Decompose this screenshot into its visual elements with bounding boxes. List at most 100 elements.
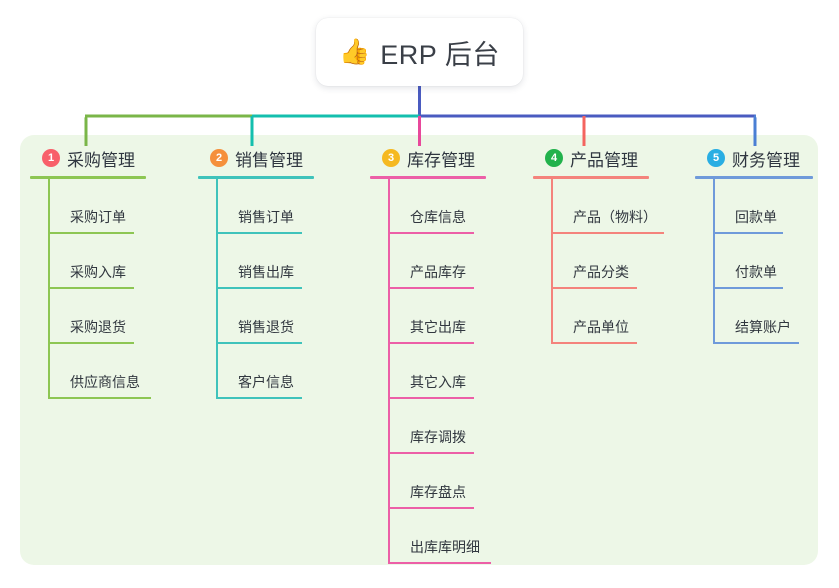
leaf-label: 付款单 [735, 264, 777, 280]
leaf-label: 销售订单 [238, 209, 294, 225]
leaf-label: 出库库明细 [410, 539, 480, 555]
leaf-rule [713, 287, 783, 289]
leaf-rule [388, 397, 474, 399]
leaf-node[interactable]: 库存盘点 [388, 454, 486, 509]
branch-title-3: 库存管理 [407, 150, 475, 170]
branch-title-2: 销售管理 [235, 150, 303, 170]
leaf-rule [551, 232, 664, 234]
branch-spine-2 [216, 179, 218, 399]
leaf-rule [388, 287, 474, 289]
branch-children-4: 产品（物料） 产品分类产品单位 [533, 179, 664, 344]
leaf-rule [713, 232, 783, 234]
branch-column-2[interactable]: 2 销售管理销售订单销售出库销售退货客户信息 [198, 146, 314, 399]
leaf-node[interactable]: 回款单 [713, 179, 813, 234]
leaf-node[interactable]: 产品单位 [551, 289, 649, 344]
branch-title-1: 采购管理 [67, 150, 135, 170]
thumbs-up-icon: 👍 [339, 37, 371, 66]
diagram-background-panel [20, 135, 818, 565]
root-node-label: ERP 后台 [380, 39, 500, 70]
leaf-node[interactable]: 采购入库 [48, 234, 146, 289]
leaf-rule [48, 397, 151, 399]
branch-spine-4 [551, 179, 553, 344]
leaf-rule [216, 287, 302, 289]
leaf-label: 产品库存 [410, 264, 466, 280]
root-node[interactable]: 👍 ERP 后台 [316, 18, 523, 86]
branch-children-2: 销售订单销售出库销售退货客户信息 [198, 179, 314, 399]
branch-spine-1 [48, 179, 50, 399]
leaf-label: 销售出库 [238, 264, 294, 280]
branch-badge-5: 5 [707, 149, 725, 167]
leaf-node[interactable]: 产品库存 [388, 234, 486, 289]
leaf-rule [388, 452, 474, 454]
branch-badge-2: 2 [210, 149, 228, 167]
leaf-node[interactable]: 其它出库 [388, 289, 486, 344]
leaf-rule [48, 342, 134, 344]
leaf-label: 库存调拨 [410, 429, 466, 445]
leaf-rule [216, 232, 302, 234]
leaf-label: 结算账户 [735, 319, 791, 335]
leaf-label: 采购退货 [70, 319, 126, 335]
branch-header-4[interactable]: 4 产品管理 [533, 146, 649, 170]
leaf-node[interactable]: 销售退货 [216, 289, 314, 344]
branch-header-3[interactable]: 3 库存管理 [370, 146, 486, 170]
leaf-rule [48, 232, 134, 234]
branch-column-5[interactable]: 5 财务管理回款单付款单结算账户 [695, 146, 813, 344]
leaf-node[interactable]: 产品（物料） [551, 179, 664, 234]
leaf-label: 采购入库 [70, 264, 126, 280]
leaf-node[interactable]: 采购订单 [48, 179, 146, 234]
branch-header-2[interactable]: 2 销售管理 [198, 146, 314, 170]
leaf-label: 采购订单 [70, 209, 126, 225]
leaf-label: 仓库信息 [410, 209, 466, 225]
branch-title-5: 财务管理 [732, 150, 800, 170]
leaf-label: 其它入库 [410, 374, 466, 390]
branch-rule-5 [695, 176, 813, 179]
leaf-node[interactable]: 出库库明细 [388, 509, 491, 564]
leaf-label: 客户信息 [238, 374, 294, 390]
leaf-label: 产品分类 [573, 264, 629, 280]
branch-column-4[interactable]: 4 产品管理产品（物料） 产品分类产品单位 [533, 146, 664, 344]
branch-children-3: 仓库信息产品库存其它出库其它入库库存调拨库存盘点出库库明细 [370, 179, 491, 564]
branch-rule-2 [198, 176, 314, 179]
leaf-node[interactable]: 付款单 [713, 234, 813, 289]
leaf-node[interactable]: 采购退货 [48, 289, 146, 344]
leaf-label: 供应商信息 [70, 374, 140, 390]
leaf-label: 产品单位 [573, 319, 629, 335]
leaf-node[interactable]: 供应商信息 [48, 344, 151, 399]
branch-header-5[interactable]: 5 财务管理 [695, 146, 813, 170]
leaf-node[interactable]: 结算账户 [713, 289, 813, 344]
leaf-rule [216, 397, 302, 399]
leaf-rule [713, 342, 799, 344]
leaf-rule [388, 342, 474, 344]
leaf-node[interactable]: 销售订单 [216, 179, 314, 234]
branch-children-5: 回款单付款单结算账户 [695, 179, 813, 344]
leaf-rule [551, 342, 637, 344]
leaf-node[interactable]: 销售出库 [216, 234, 314, 289]
branch-title-4: 产品管理 [570, 150, 638, 170]
leaf-label: 其它出库 [410, 319, 466, 335]
leaf-node[interactable]: 客户信息 [216, 344, 314, 399]
leaf-label: 回款单 [735, 209, 777, 225]
branch-badge-3: 3 [382, 149, 400, 167]
branch-rule-3 [370, 176, 486, 179]
branch-children-1: 采购订单采购入库采购退货供应商信息 [30, 179, 151, 399]
branch-rule-4 [533, 176, 649, 179]
leaf-node[interactable]: 产品分类 [551, 234, 649, 289]
leaf-rule [388, 507, 474, 509]
branch-column-3[interactable]: 3 库存管理仓库信息产品库存其它出库其它入库库存调拨库存盘点出库库明细 [370, 146, 491, 564]
leaf-label: 产品（物料） [573, 209, 657, 225]
leaf-node[interactable]: 库存调拨 [388, 399, 486, 454]
branch-rule-1 [30, 176, 146, 179]
leaf-rule [48, 287, 134, 289]
branch-spine-5 [713, 179, 715, 344]
leaf-node[interactable]: 其它入库 [388, 344, 486, 399]
root-node-content: 👍 ERP 后台 [339, 33, 500, 72]
leaf-label: 销售退货 [238, 319, 294, 335]
leaf-rule [551, 287, 637, 289]
branch-spine-3 [388, 179, 390, 564]
leaf-label: 库存盘点 [410, 484, 466, 500]
leaf-node[interactable]: 仓库信息 [388, 179, 486, 234]
branch-badge-4: 4 [545, 149, 563, 167]
